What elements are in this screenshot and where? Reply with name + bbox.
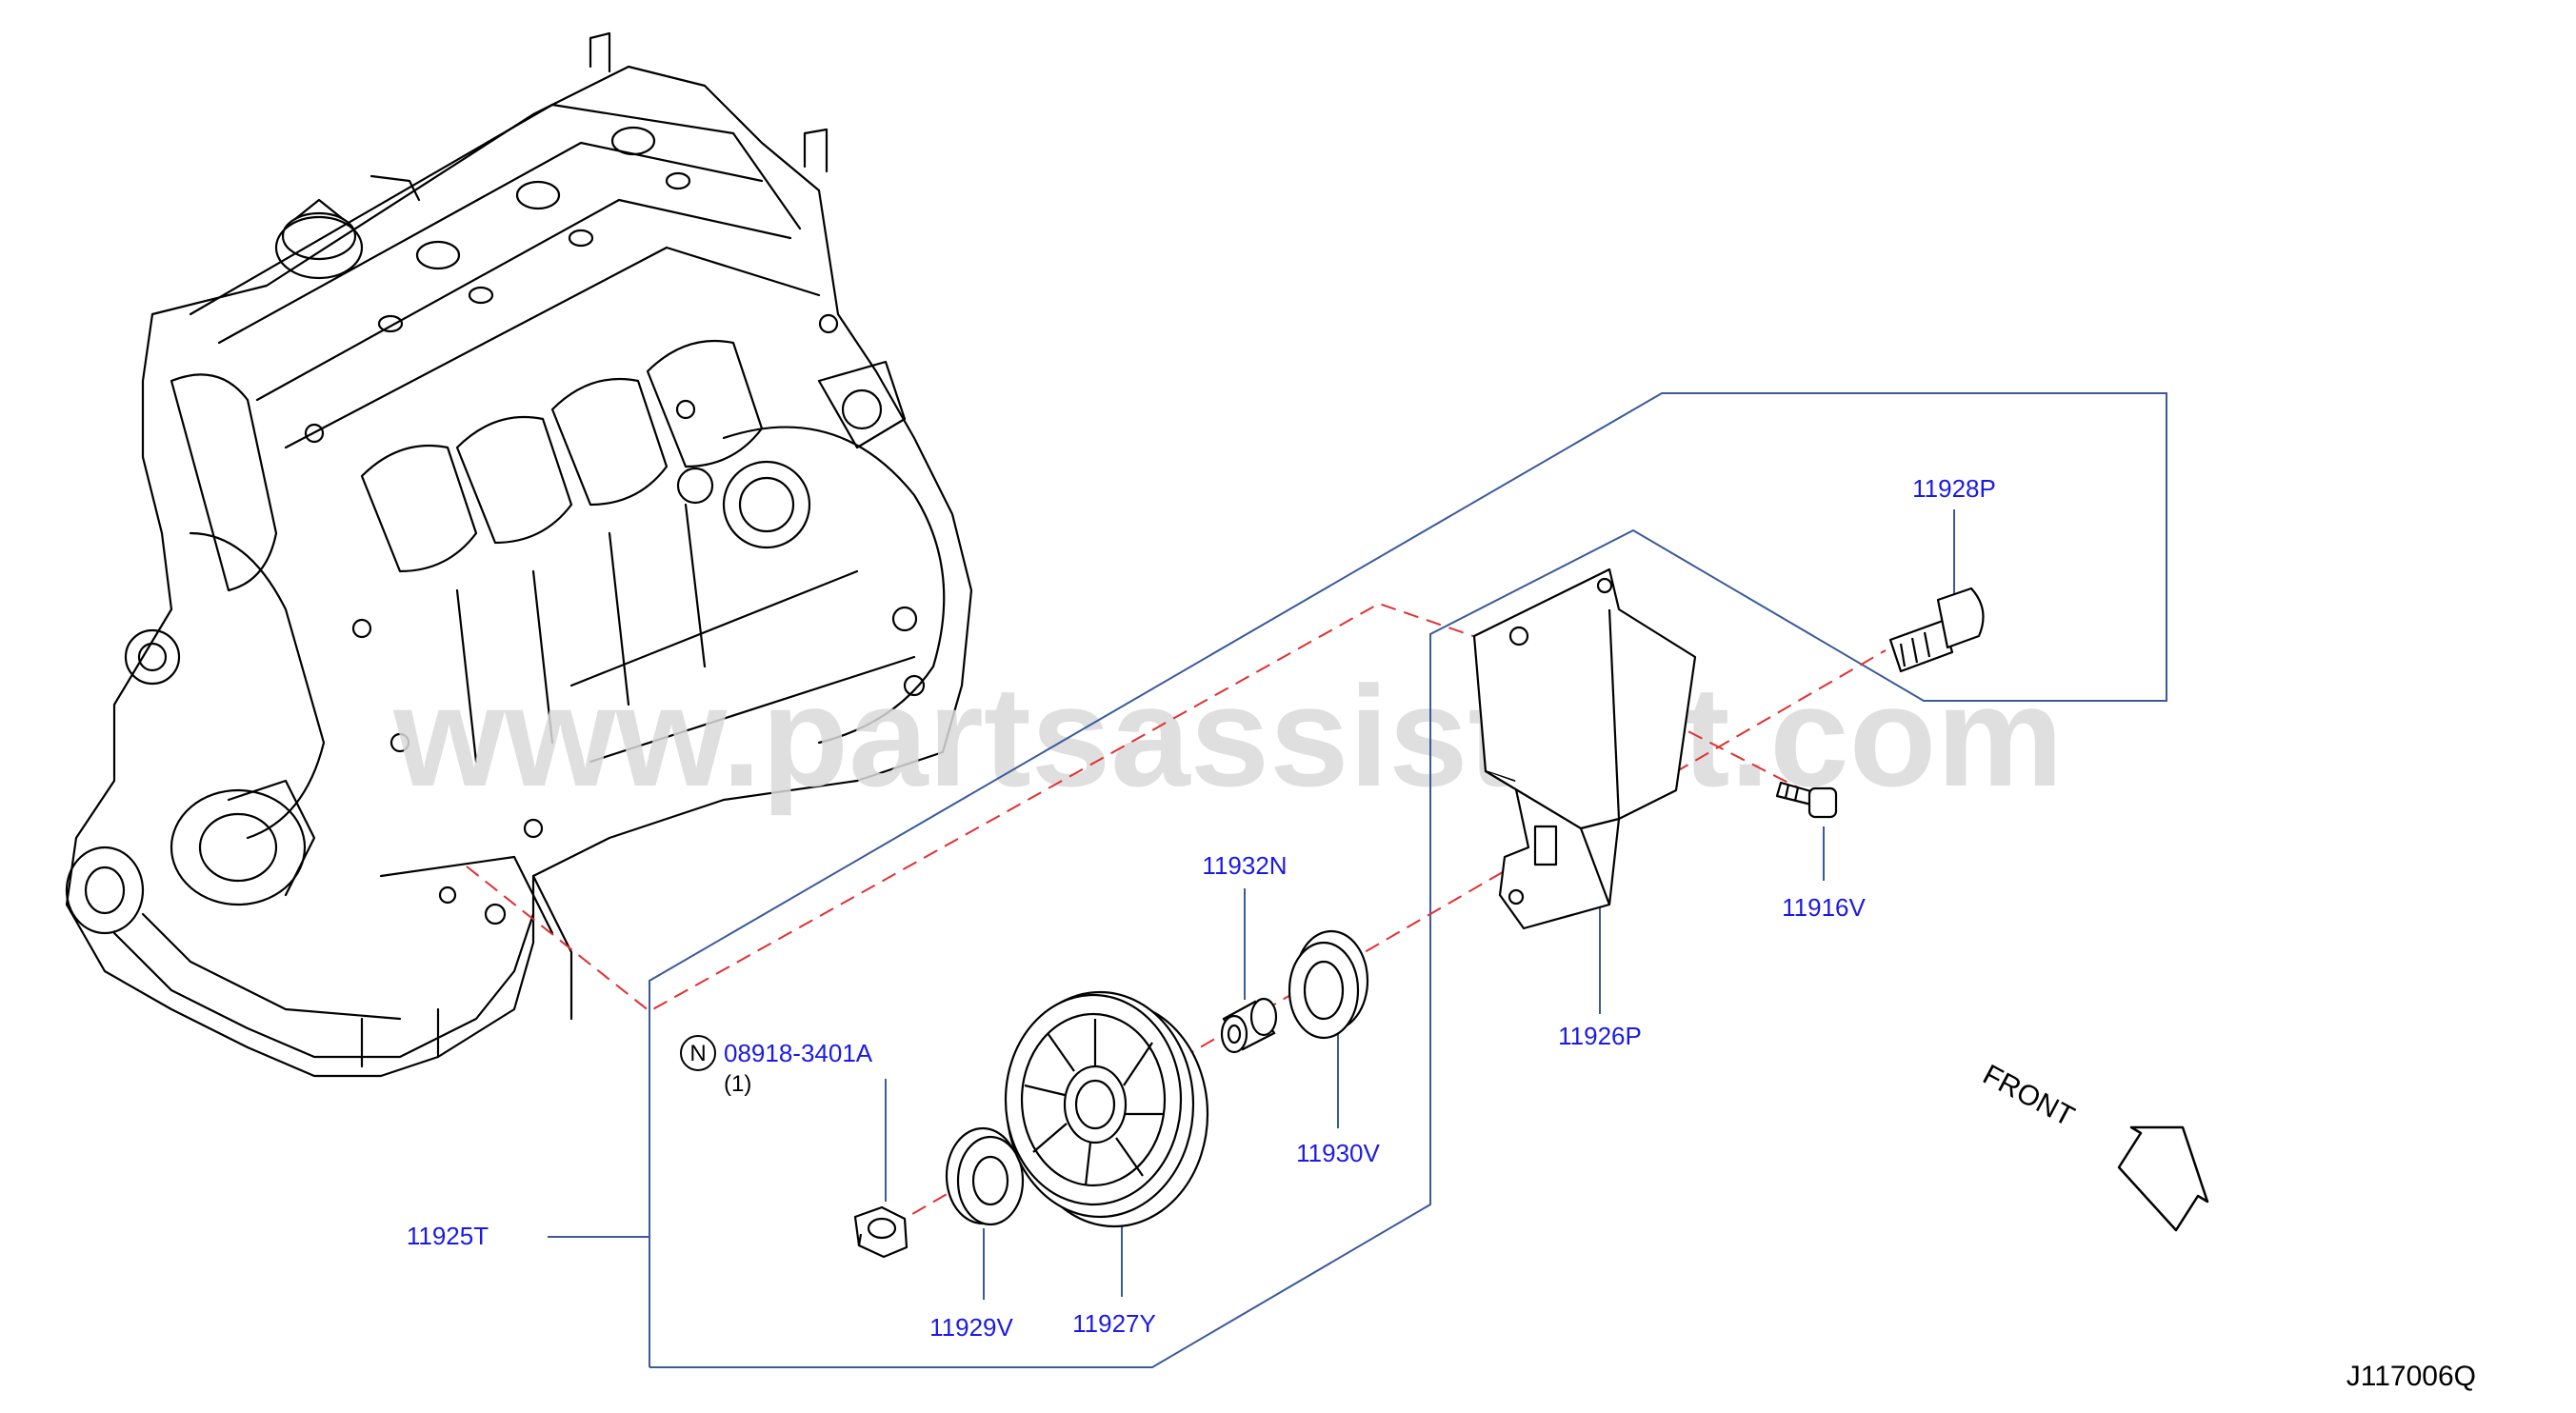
bushing-part-11932N [1220,997,1278,1054]
nut-part-08918-3401A [853,1205,909,1259]
bolt-part-11928P [1888,587,1985,673]
label-11916V[interactable]: 11916V [1782,893,1866,922]
label-11930V[interactable]: 11930V [1296,1139,1380,1167]
washer-part-11929V [945,1126,1025,1226]
label-11929V[interactable]: 11929V [929,1313,1013,1342]
assembly-outline [548,392,2167,1368]
front-arrow-icon [2117,1125,2209,1232]
label-note-part-number[interactable]: 08918-3401A [724,1039,873,1067]
diagram-code: J117006Q [2346,1361,2476,1392]
label-note-quantity: (1) [724,1071,751,1097]
bracket-part-11926P [1472,567,1697,930]
mount-reference-line [466,602,1801,1013]
seal-part-11930V [1288,929,1369,1040]
note-symbol-circle [680,1035,716,1071]
label-11928P[interactable]: 11928P [1912,474,1996,503]
label-11925T[interactable]: 11925T [407,1222,489,1250]
bolt-part-11916V [1775,781,1838,819]
assembly-outline-frame [649,392,2167,1368]
label-11926P[interactable]: 11926P [1558,1022,1642,1050]
pulley-part-11927Y [1004,990,1209,1228]
note-symbol-letter: N [689,1041,706,1066]
label-11927Y[interactable]: 11927Y [1072,1309,1156,1338]
engine-block-illustration [65,31,973,1078]
front-label: FRONT [1978,1059,2080,1133]
label-11932N[interactable]: 11932N [1202,851,1287,880]
